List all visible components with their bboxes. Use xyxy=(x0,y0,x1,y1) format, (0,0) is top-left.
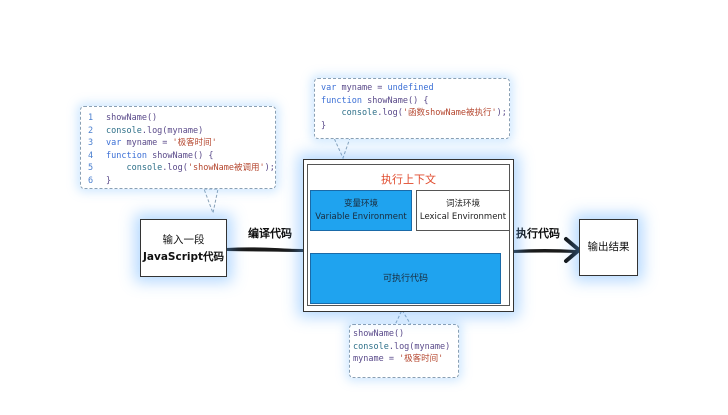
line-number: 6 xyxy=(88,175,94,186)
input-code-box: 输入一段 JavaScript代码 xyxy=(140,219,227,277)
code-line: showName() xyxy=(353,328,458,341)
lexical-environment-box: 词法环境 Lexical Environment xyxy=(416,190,510,231)
code-token: showName() xyxy=(353,329,405,339)
code-line: console.log(myname) xyxy=(353,341,458,354)
code-token: ); xyxy=(264,163,275,174)
bottom-bubble-tail xyxy=(394,308,412,326)
top-bubble-tail xyxy=(333,137,351,160)
code-token: 'showName被调用' xyxy=(187,163,265,174)
input-box-line1: 输入一段 xyxy=(162,234,205,246)
execute-arrow xyxy=(513,249,576,253)
code-token: console xyxy=(106,125,142,136)
code-line: 2 console.log(myname) xyxy=(88,125,275,138)
code-token: console xyxy=(106,163,163,174)
code-token: ); xyxy=(496,108,507,119)
code-line: myname = '极客时间' xyxy=(353,353,458,366)
code-token: '极客时间' xyxy=(172,138,217,149)
lexical-env-en: Lexical Environment xyxy=(419,212,507,222)
input-box-line2: JavaScript代码 xyxy=(142,251,225,263)
code-token: myname = xyxy=(336,83,388,93)
code-token: .log(myname) xyxy=(141,125,204,136)
code-token: var xyxy=(321,83,337,93)
left-bubble-tail xyxy=(203,188,219,215)
code-token: '极客时间' xyxy=(399,354,444,365)
code-token: myname = xyxy=(121,138,173,149)
lexical-env-cn: 词法环境 xyxy=(445,199,480,209)
variable-environment-box: 变量环境 Variable Environment xyxy=(310,190,412,231)
code-token: '函数showName被执行' xyxy=(402,108,497,119)
code-token: showName() { xyxy=(146,150,214,161)
executable-code-label: 可执行代码 xyxy=(382,274,428,284)
line-number: 1 xyxy=(88,113,94,123)
code-token: myname = xyxy=(353,354,400,365)
execute-label: 执行代码 xyxy=(516,227,560,240)
code-token: .log( xyxy=(377,108,403,119)
code-token: .log( xyxy=(162,163,188,174)
code-line: 6} xyxy=(88,175,275,188)
executable-code-box: 可执行代码 xyxy=(310,253,501,304)
code-token: showName() xyxy=(106,113,158,123)
execution-context-title: 执行上下文 xyxy=(381,173,436,186)
line-number: 4 xyxy=(88,150,94,161)
output-result-box: 输出结果 xyxy=(579,219,638,276)
output-result-label: 输出结果 xyxy=(587,241,630,253)
code-token: function xyxy=(321,95,362,106)
code-line: var myname = undefined xyxy=(321,82,509,95)
code-token: .log(myname) xyxy=(388,341,451,352)
variable-env-cn: 变量环境 xyxy=(343,199,378,209)
code-token: console xyxy=(353,341,389,352)
executable-code-bubble: showName()console.log(myname)myname = '极… xyxy=(349,324,459,378)
compile-label: 编译代码 xyxy=(248,227,292,240)
line-number: 5 xyxy=(88,163,94,174)
executable-code-lines: showName()console.log(myname)myname = '极… xyxy=(353,328,458,366)
code-token: showName() { xyxy=(361,95,429,106)
line-number: 2 xyxy=(88,125,94,136)
code-line: 5 console.log('showName被调用'); xyxy=(88,162,275,175)
code-token: function xyxy=(106,150,147,161)
variable-env-en: Variable Environment xyxy=(315,212,407,222)
code-line: 3 var myname = '极客时间' xyxy=(88,137,275,150)
code-token: undefined xyxy=(387,83,434,93)
code-line: } xyxy=(321,120,509,133)
code-line: console.log('函数showName被执行'); xyxy=(321,107,509,120)
code-token: var xyxy=(106,138,122,149)
code-token: console xyxy=(321,108,378,119)
line-number: 3 xyxy=(88,138,94,149)
code-token: } xyxy=(321,120,327,131)
code-line: 1 showName() xyxy=(88,112,275,125)
code-line: function showName() { xyxy=(321,95,509,108)
code-line: 4 function showName() { xyxy=(88,150,275,163)
code-token: } xyxy=(106,175,112,186)
